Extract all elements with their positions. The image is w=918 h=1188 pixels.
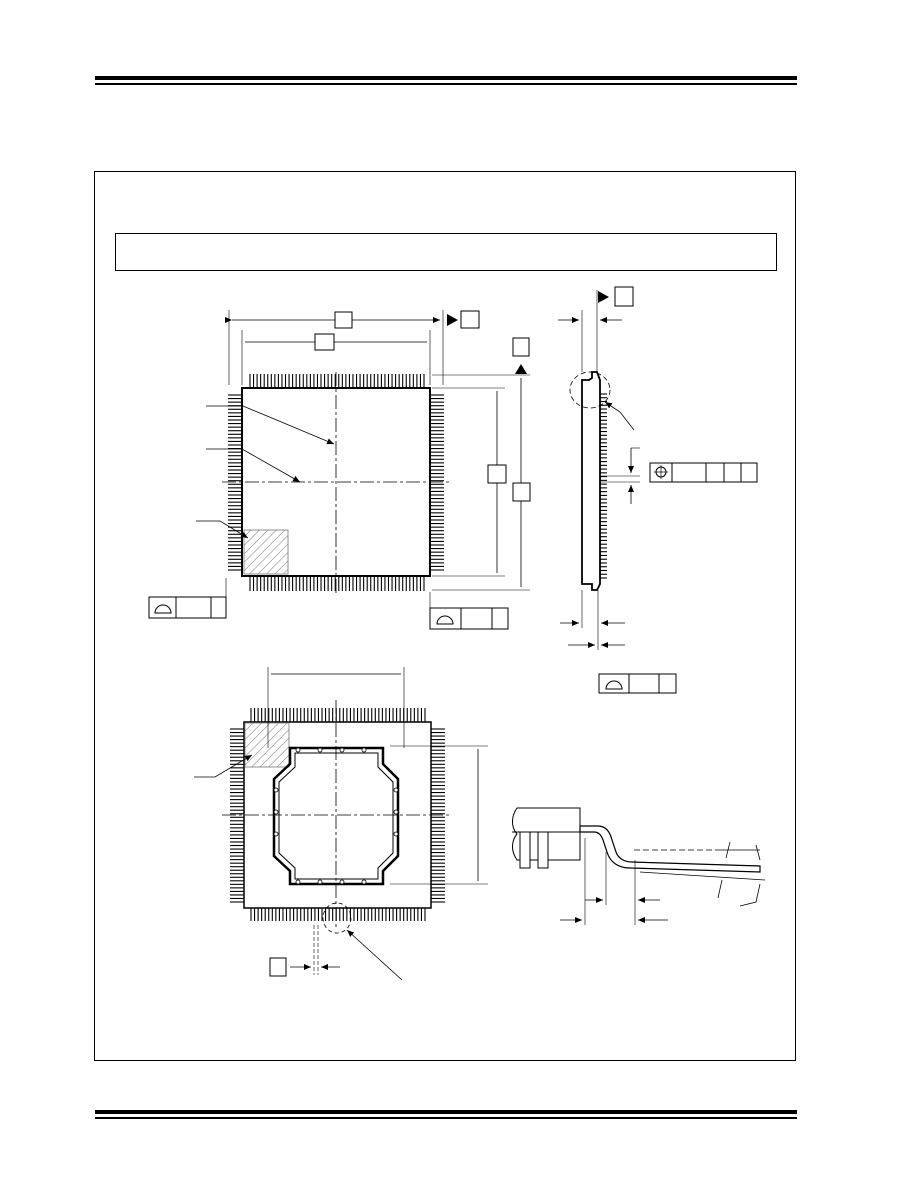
angle-dim-d <box>739 883 761 907</box>
leader-centerline <box>206 448 301 483</box>
pad-marker <box>273 787 279 793</box>
pad-marker <box>317 879 323 885</box>
pad-marker <box>361 747 367 753</box>
datum-box-top <box>460 310 480 329</box>
pad-marker <box>317 747 323 753</box>
pad-marker <box>339 747 345 753</box>
position-tolerance-frame <box>649 462 758 483</box>
exposed-pad-outer <box>272 746 400 886</box>
lead-detail-view <box>512 807 766 925</box>
leader-detail <box>604 401 635 431</box>
angle-dim-c <box>717 879 723 899</box>
leader-datum-center <box>206 405 335 445</box>
side-view <box>558 286 758 694</box>
bottom-detail-circle <box>322 902 352 934</box>
pad-marker <box>393 809 399 815</box>
top-leads-north <box>249 374 425 388</box>
bottom-leads-north <box>250 708 426 722</box>
tolerance-frame-right <box>429 592 509 630</box>
bottom-pin1-hatch <box>244 722 290 768</box>
exposed-pad-inner <box>278 752 394 880</box>
pad-marker <box>295 879 301 885</box>
angle-dim-b <box>755 844 761 861</box>
pad-marker <box>273 831 279 837</box>
top-leads-east <box>430 394 444 571</box>
pad-marker <box>361 879 367 885</box>
angle-dim-a <box>725 841 731 859</box>
leader-pin1 <box>196 520 249 539</box>
bottom-leads-west <box>230 728 244 903</box>
dim-box-d1 <box>487 464 507 484</box>
pad-marker <box>295 747 301 753</box>
header-rule-thin <box>95 83 797 85</box>
datum-box-side <box>614 286 634 307</box>
dim-box-e1 <box>314 333 335 351</box>
dim-box-pitch <box>269 957 287 977</box>
pad-marker <box>273 809 279 815</box>
leader-bottom-pin1 <box>194 754 253 778</box>
lead-profile <box>579 825 761 873</box>
dim-box-d <box>512 482 531 502</box>
top-leads-south <box>249 576 425 591</box>
bottom-leads-south <box>250 908 426 921</box>
leader-bottom-detail <box>346 929 403 981</box>
header-rule-thick <box>95 76 797 80</box>
top-leads-west <box>228 394 242 571</box>
drawing-frame <box>94 171 796 1061</box>
datum-triangle-top <box>447 314 458 326</box>
datum-triangle-right <box>515 364 527 374</box>
bottom-view <box>194 667 488 981</box>
datum-box-right <box>512 337 530 357</box>
footer-rule-thin <box>95 1117 797 1119</box>
pad-marker <box>393 831 399 837</box>
tolerance-frame-left <box>148 578 227 619</box>
pad-marker <box>393 787 399 793</box>
side-body-outline <box>581 371 601 591</box>
bottom-leads-east <box>431 728 445 903</box>
drawing-title-box <box>115 233 777 271</box>
side-leads <box>600 393 607 579</box>
top-view <box>148 310 531 630</box>
dim-box-e <box>334 311 353 329</box>
footer-rule-thick <box>95 1110 797 1114</box>
detail-circle <box>569 371 611 409</box>
datum-triangle-side <box>598 291 609 303</box>
pad-marker <box>339 879 345 885</box>
tolerance-frame-side <box>598 673 677 694</box>
pin1-hatch-area <box>243 529 289 575</box>
